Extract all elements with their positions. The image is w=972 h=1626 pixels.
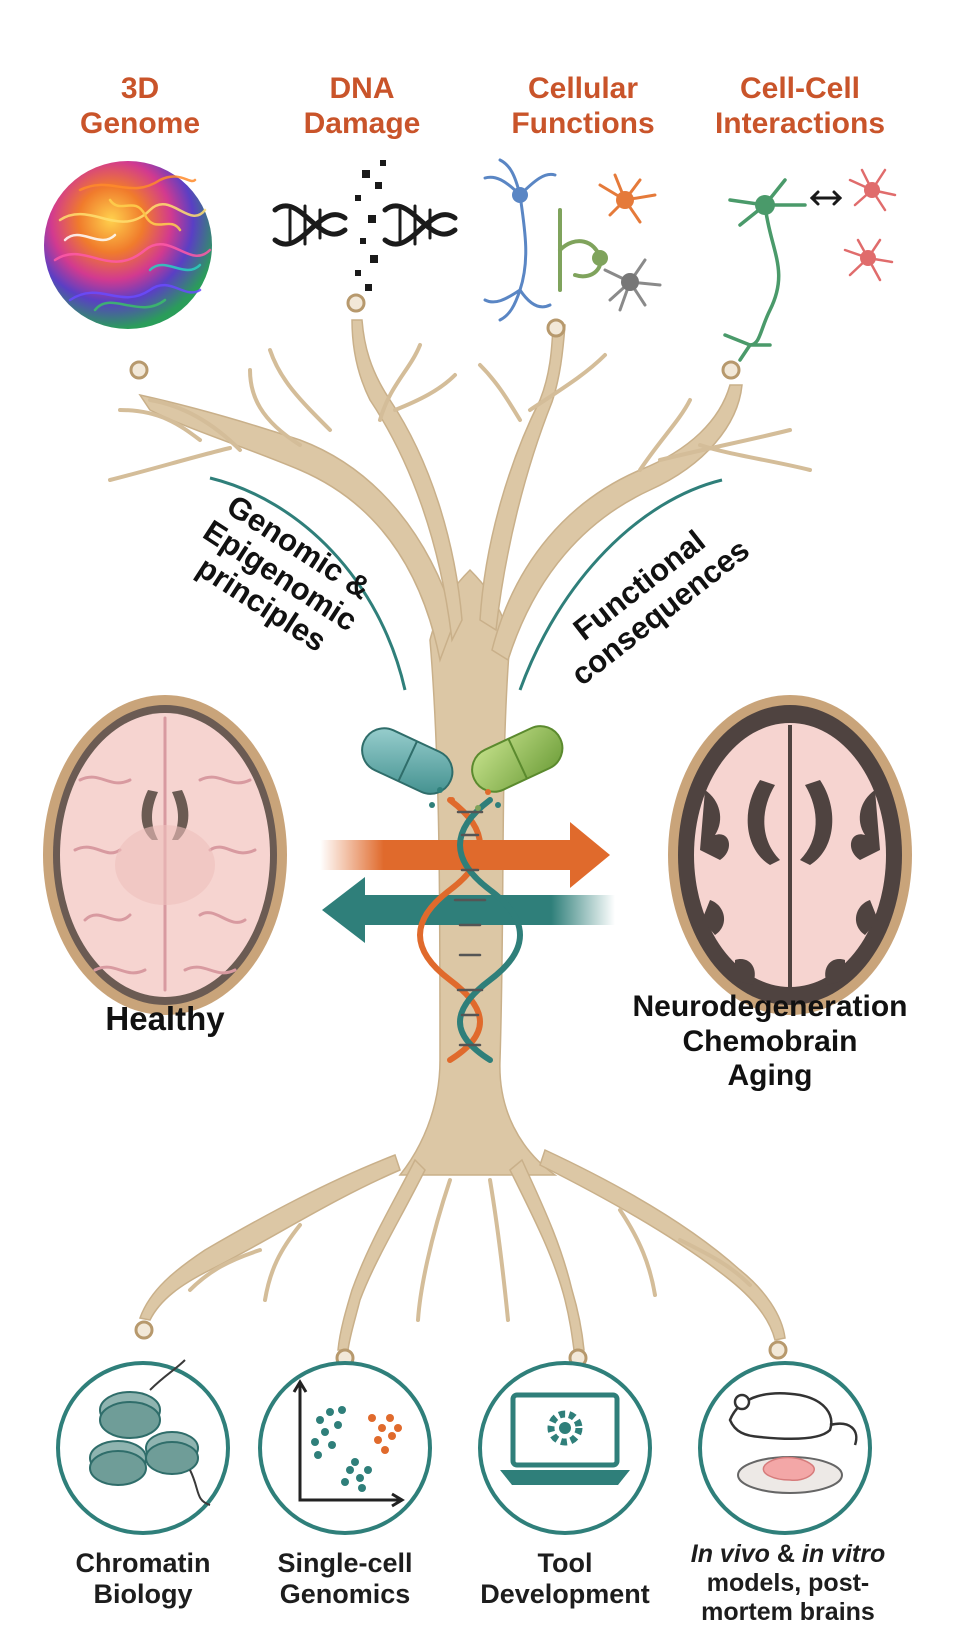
label-dna-damage: DNA Damage xyxy=(247,72,477,141)
petri-dish-icon xyxy=(738,1457,842,1493)
diseased-brain-icon xyxy=(668,695,912,1015)
dna-damage-icon xyxy=(275,160,455,291)
label-in-vivo: In vivo xyxy=(691,1540,770,1568)
label-healthy: Healthy xyxy=(40,1000,290,1038)
label-models-line1: In vivo & in vitro xyxy=(668,1540,908,1569)
label-cell-cell-interactions: Cell-Cell Interactions xyxy=(685,72,915,141)
label-ampersand: & xyxy=(770,1540,802,1568)
models-circle xyxy=(700,1363,870,1533)
genome-globe-icon xyxy=(44,161,212,329)
label-single-cell-line1: Single-cell xyxy=(225,1548,465,1579)
label-tool-line2: Development xyxy=(445,1579,685,1610)
label-chemobrain: Chemobrain xyxy=(600,1025,940,1060)
healthy-brain-icon xyxy=(43,695,287,1015)
label-models-line2: models, post- xyxy=(668,1569,908,1598)
label-3d-genome-line2: Genome xyxy=(25,107,255,142)
label-neurodegeneration: Neurodegeneration xyxy=(600,990,940,1025)
single-cell-circle xyxy=(260,1363,430,1533)
label-aging: Aging xyxy=(600,1059,940,1094)
label-3d-genome-line1: 3D xyxy=(25,72,255,107)
label-cellular-functions: Cellular Functions xyxy=(468,72,698,141)
laptop-gear-icon xyxy=(500,1395,630,1485)
label-single-cell-genomics: Single-cell Genomics xyxy=(225,1548,465,1610)
label-tool-line1: Tool xyxy=(445,1548,685,1579)
neuron-cells-icon xyxy=(485,160,660,320)
chromatin-circle xyxy=(58,1360,228,1533)
label-in-vitro: in vitro xyxy=(802,1540,885,1568)
tool-circle xyxy=(480,1363,650,1533)
label-models-line3: mortem brains xyxy=(668,1598,908,1626)
label-cell-cell-line1: Cell-Cell xyxy=(685,72,915,107)
label-cell-cell-line2: Interactions xyxy=(685,107,915,142)
cell-interaction-icon xyxy=(725,170,895,360)
label-cellular-functions-line2: Functions xyxy=(468,107,698,142)
label-cellular-functions-line1: Cellular xyxy=(468,72,698,107)
label-single-cell-line2: Genomics xyxy=(225,1579,465,1610)
label-disease-states: Neurodegeneration Chemobrain Aging xyxy=(600,990,940,1094)
label-models-brains: In vivo & in vitro models, post- mortem … xyxy=(668,1540,908,1626)
label-3d-genome: 3D Genome xyxy=(25,72,255,141)
label-tool-development: Tool Development xyxy=(445,1548,685,1610)
label-dna-damage-line1: DNA xyxy=(247,72,477,107)
label-dna-damage-line2: Damage xyxy=(247,107,477,142)
